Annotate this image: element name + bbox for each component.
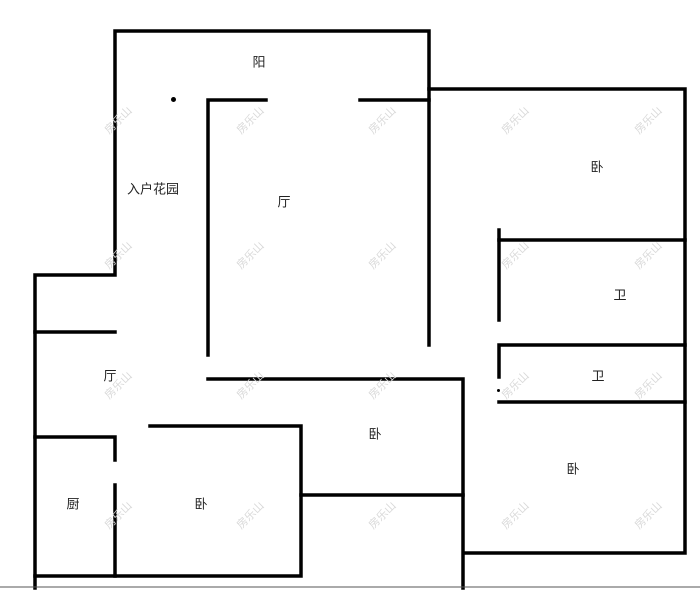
- marker-dot: [171, 97, 176, 102]
- room-label-bathroom-2: 卫: [591, 369, 605, 385]
- marker-dot-small: [497, 389, 500, 392]
- wall-outer-left-top: [33, 29, 431, 590]
- room-label-bathroom-1: 卫: [613, 288, 627, 304]
- wall-outer-right: [427, 87, 687, 555]
- wall-bath2-top: [497, 343, 687, 379]
- room-label-bedroom-middle: 卧: [368, 427, 382, 443]
- wall-kitchen-top: [33, 435, 117, 462]
- wall-bedroom-bottom: [33, 424, 303, 578]
- room-label-bedroom-bottom: 卧: [194, 497, 208, 513]
- room-label-bedroom-master: 卧: [590, 160, 604, 176]
- room-label-entry-garden: 入户花园: [126, 182, 180, 198]
- wall-corridor: [206, 377, 465, 590]
- room-label-bedroom-right: 卧: [566, 462, 580, 478]
- room-label-dining-hall: 厅: [103, 369, 117, 385]
- room-label-kitchen: 厨: [66, 497, 80, 513]
- room-label-living-room: 厅: [277, 195, 291, 211]
- room-label-balcony: 阳: [252, 55, 266, 71]
- wall-living-left: [206, 98, 268, 357]
